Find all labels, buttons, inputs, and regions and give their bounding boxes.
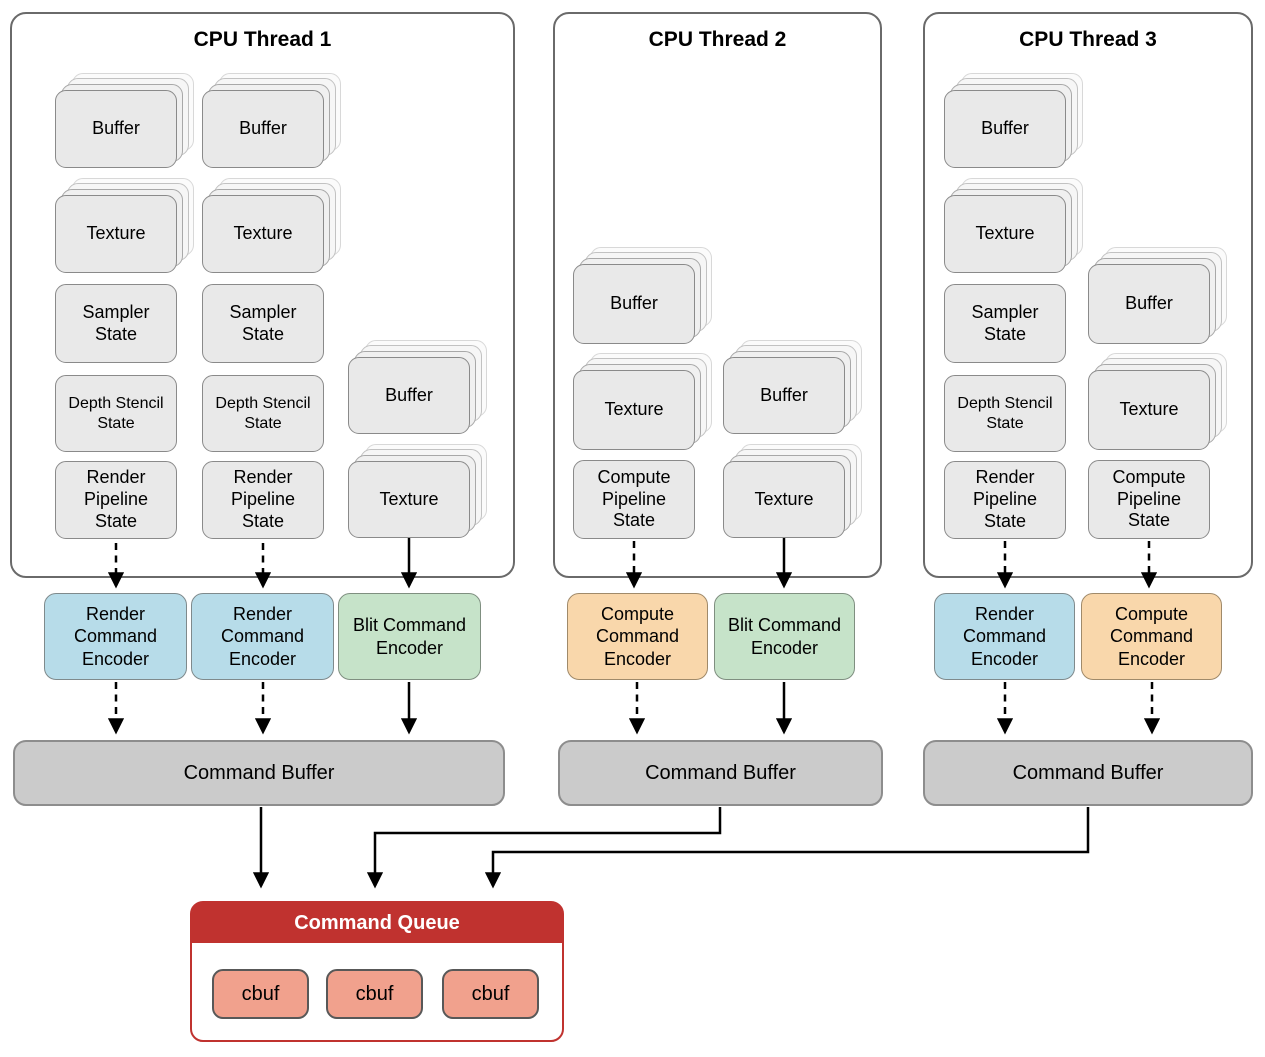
render-command-encoder: Render Command Encoder <box>191 593 334 680</box>
resource-label: Buffer <box>348 357 470 434</box>
resource-box-depth-stencil-state: Depth Stencil State <box>202 375 324 452</box>
thread-container-1: CPU Thread 1 Buffer Texture Sampler Stat… <box>10 12 515 578</box>
resource-box-depth-stencil-state: Depth Stencil State <box>944 375 1066 452</box>
resource-box-buffer: Buffer <box>202 73 341 168</box>
command-queue-title: Command Queue <box>192 903 562 943</box>
thread-title: CPU Thread 3 <box>1019 28 1157 51</box>
resource-box-compute-pipeline-state: Compute Pipeline State <box>573 460 695 539</box>
resource-box-render-pipeline-state: Render Pipeline State <box>944 461 1066 539</box>
compute-command-encoder: Compute Command Encoder <box>1081 593 1222 680</box>
resource-label: Render Pipeline State <box>202 461 324 539</box>
resource-label: Texture <box>723 461 845 538</box>
arrow-cb2-to-queue <box>366 807 722 889</box>
resource-box-texture: Texture <box>573 353 712 450</box>
resource-label: Depth Stencil State <box>944 375 1066 452</box>
command-buffer-3: Command Buffer <box>923 740 1253 806</box>
resource-label: Compute Pipeline State <box>573 460 695 539</box>
resource-label: Texture <box>1088 370 1210 450</box>
resource-box-buffer: Buffer <box>944 73 1083 168</box>
resource-box-render-pipeline-state: Render Pipeline State <box>202 461 324 539</box>
resource-box-render-pipeline-state: Render Pipeline State <box>55 461 177 539</box>
resource-label: Sampler State <box>202 284 324 363</box>
resource-label: Texture <box>944 195 1066 273</box>
resource-label: Texture <box>348 461 470 538</box>
resource-box-sampler-state: Sampler State <box>944 284 1066 363</box>
resource-box-buffer: Buffer <box>723 340 862 434</box>
resource-box-texture: Texture <box>348 444 487 538</box>
resource-box-buffer: Buffer <box>573 247 712 344</box>
resource-label: Buffer <box>944 90 1066 168</box>
resource-label: Render Pipeline State <box>944 461 1066 539</box>
resource-box-sampler-state: Sampler State <box>202 284 324 363</box>
blit-command-encoder: Blit Command Encoder <box>338 593 481 680</box>
resource-box-depth-stencil-state: Depth Stencil State <box>55 375 177 452</box>
resource-label: Depth Stencil State <box>202 375 324 452</box>
command-buffer-2: Command Buffer <box>558 740 883 806</box>
thread-title: CPU Thread 1 <box>193 28 332 51</box>
resource-box-buffer: Buffer <box>55 73 194 168</box>
resource-label: Buffer <box>202 90 324 168</box>
resource-box-sampler-state: Sampler State <box>55 284 177 363</box>
arrow-cb3-to-queue <box>484 807 1090 889</box>
resource-box-buffer: Buffer <box>348 340 487 434</box>
resource-box-texture: Texture <box>723 444 862 538</box>
resource-label: Buffer <box>55 90 177 168</box>
cbuf-item: cbuf <box>326 969 423 1019</box>
render-command-encoder: Render Command Encoder <box>44 593 187 680</box>
resource-box-texture: Texture <box>944 178 1083 273</box>
command-buffer-1: Command Buffer <box>13 740 505 806</box>
blit-command-encoder: Blit Command Encoder <box>714 593 855 680</box>
resource-label: Sampler State <box>944 284 1066 363</box>
compute-command-encoder: Compute Command Encoder <box>567 593 708 680</box>
resource-label: Depth Stencil State <box>55 375 177 452</box>
resource-label: Texture <box>202 195 324 273</box>
resource-box-buffer: Buffer <box>1088 247 1227 344</box>
resource-label: Buffer <box>1088 264 1210 344</box>
resource-box-compute-pipeline-state: Compute Pipeline State <box>1088 460 1210 539</box>
resource-label: Compute Pipeline State <box>1088 460 1210 539</box>
resource-box-texture: Texture <box>55 178 194 273</box>
thread-container-2: CPU Thread 2 Buffer Texture Compute Pipe… <box>553 12 882 578</box>
render-command-encoder: Render Command Encoder <box>934 593 1075 680</box>
resource-label: Buffer <box>723 357 845 434</box>
cbuf-item: cbuf <box>212 969 309 1019</box>
resource-box-texture: Texture <box>1088 353 1227 450</box>
resource-label: Sampler State <box>55 284 177 363</box>
resource-label: Render Pipeline State <box>55 461 177 539</box>
cbuf-item: cbuf <box>442 969 539 1019</box>
thread-title: CPU Thread 2 <box>648 28 787 51</box>
thread-container-3: CPU Thread 3 Buffer Texture Sampler Stat… <box>923 12 1253 578</box>
command-queue: Command Queue cbuf cbuf cbuf <box>190 901 564 1042</box>
resource-box-texture: Texture <box>202 178 341 273</box>
resource-label: Texture <box>573 370 695 450</box>
resource-label: Texture <box>55 195 177 273</box>
resource-label: Buffer <box>573 264 695 344</box>
